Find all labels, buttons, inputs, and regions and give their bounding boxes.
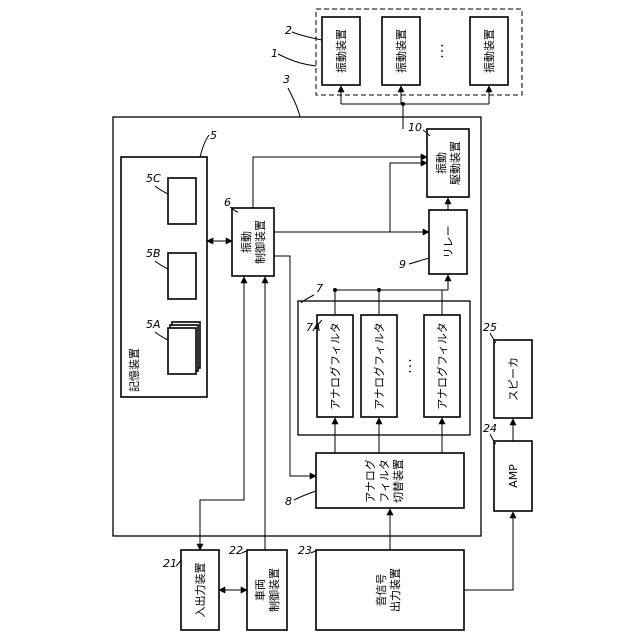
ref-8: 8 bbox=[285, 495, 292, 508]
leader-2 bbox=[292, 32, 322, 40]
junction-dot-filter bbox=[377, 288, 381, 292]
wire-relay-driver bbox=[390, 163, 427, 232]
storage-item-5b bbox=[168, 253, 196, 299]
ref-21: 21 bbox=[163, 557, 177, 570]
vibration-device-ellipsis: ･･･ bbox=[436, 43, 449, 60]
ref-10: 10 bbox=[408, 121, 422, 134]
io-device-label: 入出力装置 bbox=[193, 563, 207, 618]
relay-label: リレー bbox=[442, 226, 455, 259]
ref-23: 23 bbox=[298, 544, 312, 557]
vibration-drive-device bbox=[427, 129, 469, 197]
leader-25 bbox=[490, 333, 496, 343]
ref-22: 22 bbox=[229, 544, 243, 557]
vehicle-control-label-2: 制御装置 bbox=[267, 568, 281, 612]
ref-2: 2 bbox=[285, 24, 292, 37]
analog-filter-n-label: アナログフィルタ bbox=[435, 322, 449, 410]
ref-9: 9 bbox=[399, 258, 406, 271]
leader-9 bbox=[409, 258, 429, 264]
ref-5c: 5C bbox=[146, 172, 161, 185]
vibration-control-device bbox=[232, 208, 274, 276]
vibration-drive-label-2: 駆動装置 bbox=[448, 141, 462, 185]
junction-dot-filter1 bbox=[333, 288, 337, 292]
leader-7 bbox=[301, 295, 314, 303]
ref-5a: 5A bbox=[146, 318, 161, 331]
audio-output-label-1: 音信号 bbox=[374, 574, 388, 607]
wire-control-driver bbox=[253, 157, 427, 208]
switch-label-2: フィルタ bbox=[378, 459, 391, 503]
vehicle-control-label-1: 車両 bbox=[253, 579, 267, 601]
vibration-control-label-1: 振動 bbox=[239, 231, 253, 253]
analog-filter-2-label: アナログフィルタ bbox=[372, 322, 386, 410]
storage-item-5a bbox=[168, 328, 196, 374]
switch-label-3: 切替装置 bbox=[391, 459, 405, 503]
analog-filter-1-label: アナログフィルタ bbox=[328, 322, 342, 410]
ref-25: 25 bbox=[483, 321, 497, 334]
ref-7: 7 bbox=[316, 282, 323, 295]
ref-5: 5 bbox=[210, 129, 217, 142]
ref-6: 6 bbox=[224, 196, 231, 209]
vibration-control-label-2: 制御装置 bbox=[253, 220, 267, 264]
ref-1: 1 bbox=[271, 47, 278, 60]
storage-item-5c bbox=[168, 178, 196, 224]
wire-control-switch bbox=[274, 256, 316, 476]
vibration-device-n-label: 振動装置 bbox=[482, 29, 496, 73]
leader-1 bbox=[278, 54, 316, 66]
leader-3 bbox=[288, 88, 300, 117]
vibration-device-2-label: 振動装置 bbox=[394, 29, 408, 73]
analog-filter-ellipsis: ･･･ bbox=[404, 358, 417, 375]
audio-output-label-2: 出力装置 bbox=[388, 568, 402, 612]
vehicle-control-device bbox=[247, 550, 287, 630]
storage-device-label: 記憶装置 bbox=[127, 348, 141, 392]
ref-5b: 5B bbox=[146, 247, 161, 260]
vibration-drive-label-1: 振動 bbox=[434, 152, 448, 174]
wire-audio-amp bbox=[464, 512, 513, 590]
ref-7a: 7A bbox=[306, 321, 321, 334]
junction-dot bbox=[401, 102, 405, 106]
ref-3: 3 bbox=[283, 73, 290, 86]
switch-label-1: アナログ bbox=[363, 459, 377, 503]
speaker-label: スピーカ bbox=[507, 357, 520, 401]
leader-5 bbox=[200, 135, 209, 157]
leader-8 bbox=[294, 491, 316, 500]
ref-24: 24 bbox=[483, 422, 497, 435]
vibration-device-1-label: 振動装置 bbox=[334, 29, 348, 73]
amp-label: AMP bbox=[507, 464, 520, 488]
leader-24 bbox=[490, 434, 496, 444]
